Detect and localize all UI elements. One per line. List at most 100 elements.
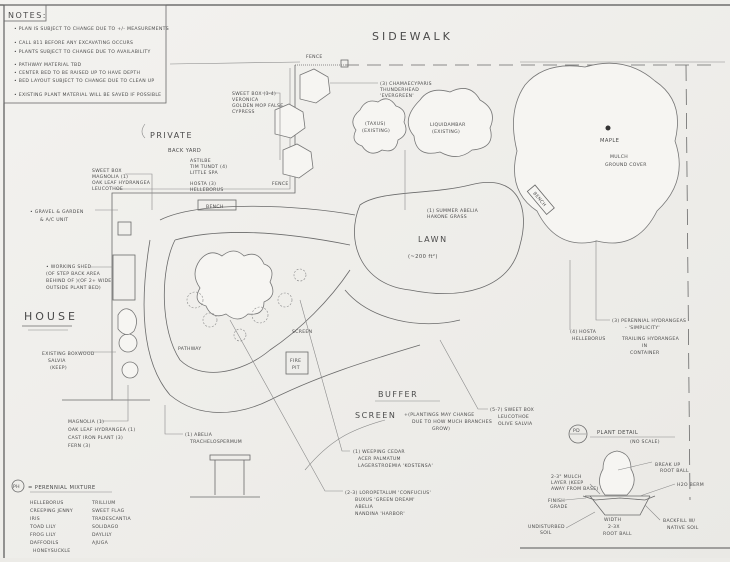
note-item: • BED LAYOUT SUBJECT TO CHANGE DUE TO CL… xyxy=(14,78,154,84)
pathway-label: PATHWAY xyxy=(178,346,202,352)
callout-boxwood-top: SWEET BOX (3-4) VERONICA GOLDEN MOP FALS… xyxy=(232,91,283,160)
plan-label: (3) CHAMAECYPARIS xyxy=(380,81,432,87)
fire-pit xyxy=(285,351,309,375)
note-item: • EXISTING PLANT MATERIAL WILL BE SAVED … xyxy=(14,92,161,98)
gate-post xyxy=(340,59,349,68)
plan-label: HONEYSUCKLE xyxy=(33,548,70,554)
plan-label: OAK LEAF HYDRANGEA (1) xyxy=(68,427,135,433)
plan-label: • GRAVEL & GARDEN xyxy=(30,209,84,215)
sidewalk-line xyxy=(169,61,301,65)
plan-label: HELLEBORUS xyxy=(190,187,224,193)
callout-sweetbox-left: SWEET BOX MAGNOLIA (1) OAK LEAF HYDRANGE… xyxy=(92,168,153,210)
plan-label: MAGNOLIA (1) xyxy=(68,419,104,425)
notes-title: NOTES: xyxy=(8,11,47,20)
plan-label: H2O BERM xyxy=(677,482,704,488)
plan-label: CREEPING JENNY xyxy=(30,508,73,514)
note-item: • PATHWAY MATERIAL TBD xyxy=(14,62,81,68)
plan-label: (KEEP) xyxy=(50,365,67,371)
sidewalk-label: SIDEWALK xyxy=(372,30,453,43)
plan-label: BREAK UP xyxy=(655,462,680,468)
callout-sweetbox-right: (5-7) SWEET BOX LEUCOTHOE OLIVE SALVIA xyxy=(439,339,534,427)
lawn-area-label: (~200 ft²) xyxy=(408,254,438,260)
callout-weeping: (1) WEEPING CEDAR ACER PALMATUM LAGERSTR… xyxy=(299,299,433,469)
callout-hosta-right: (4) HOSTA HELLEBORUS xyxy=(569,260,606,342)
plan-label: UNDISTURBED xyxy=(528,524,565,530)
maple-note: GROUND COVER xyxy=(605,162,647,168)
plan-label: HELLEBORUS xyxy=(572,336,606,342)
callout-hosta: HOSTA (3) HELLEBORUS xyxy=(190,181,224,193)
plan-label: CONTAINER xyxy=(630,350,660,356)
lawn-label: LAWN xyxy=(418,235,448,244)
planting-detail: PD PLANT DETAIL (NO SCALE) 2-3" MULCH LA… xyxy=(528,424,704,537)
plan-label: LEUCOTHOE xyxy=(92,186,123,192)
plan-label: ROOT BALL xyxy=(603,531,632,537)
plan-label: FINISH xyxy=(548,498,565,504)
ac-unit xyxy=(117,221,132,236)
buffer-label: BUFFER xyxy=(378,390,418,399)
plan-label: SALVIA xyxy=(48,358,66,364)
plan-label: ROOT BALL xyxy=(660,468,689,474)
notes-box: NOTES: • PLAN IS SUBJECT TO CHANGE DUE T… xyxy=(3,4,169,104)
note-item: • CALL 811 BEFORE ANY EXCAVATING OCCURS xyxy=(14,40,133,46)
plan-label: SWEET FLAG xyxy=(92,508,125,514)
plan-label: CYPRESS xyxy=(232,109,255,115)
callout-abelia: (1) ABELIA TRACHELOSPERMUM xyxy=(164,405,242,445)
plan-label: & A/C UNIT xyxy=(40,217,68,223)
plan-label: SOLIDAGO xyxy=(92,524,119,530)
fire-pit-label: FIRE xyxy=(290,358,301,364)
screen-small-label: SCREEN xyxy=(292,329,312,335)
arbor-sketch xyxy=(190,454,260,498)
note-item: • CENTER BED TO BE RAISED UP TO HAVE DEP… xyxy=(14,70,140,76)
plan-label: ASTILBE xyxy=(190,158,211,164)
plan-label: BACKFILL W/ xyxy=(663,518,696,524)
plan-label: (NO SCALE) xyxy=(630,439,660,445)
plan-label: THUNDERHEAD xyxy=(379,87,419,93)
plan-label: DAYLILY xyxy=(92,532,112,538)
plan-label: AWAY FROM BASE) xyxy=(551,486,599,492)
callout-hakone: (1) SUMMER ABELIA HAKONE GRASS xyxy=(404,150,478,220)
bench xyxy=(526,184,555,215)
plan-label: MAGNOLIA (1) xyxy=(92,174,128,180)
center-bed-edge xyxy=(163,231,351,373)
plan-label: OAK LEAF HYDRANGEA xyxy=(92,180,151,186)
plan-label: HELLEBORUS xyxy=(30,500,64,506)
liquidambar-label: LIQUIDAMBAR xyxy=(430,122,466,128)
plan-label: (OF STEP BACK AREA xyxy=(46,271,101,277)
plan-label: BUXUS 'GREEN DREAM' xyxy=(355,497,415,503)
plan-label: = PERENNIAL MIXTURE xyxy=(28,485,96,491)
plan-label: LAYER (KEEP xyxy=(551,480,584,486)
screen-note: GROW) xyxy=(432,426,450,432)
plan-label: WIDTH xyxy=(604,517,621,523)
plan-label: PD xyxy=(573,428,580,434)
plan-label: FROG LILY xyxy=(30,532,56,538)
plan-label: HAKONE GRASS xyxy=(427,214,467,220)
bench xyxy=(197,199,237,211)
plan-label: ACER PALMATUM xyxy=(358,456,401,462)
plan-label: LITTLE SPA xyxy=(190,170,218,176)
plan-label: IN xyxy=(642,343,647,349)
plan-label: IRIS xyxy=(30,516,40,522)
yew-label: (TAXUS) xyxy=(365,121,386,127)
callout-astilbe: ASTILBE TIM TUNDT (4) LITTLE SPA xyxy=(189,158,227,176)
plan-label: (4) HOSTA xyxy=(570,329,597,335)
note-item: • PLAN IS SUBJECT TO CHANGE DUE TO +/- M… xyxy=(14,26,169,32)
note-item: • PLANTS SUBJECT TO CHANGE DUE TO AVAILA… xyxy=(14,49,151,55)
plan-label: PH xyxy=(13,484,20,490)
plan-label: OLIVE SALVIA xyxy=(498,421,533,427)
screen-note: +(PLANTINGS MAY CHANGE xyxy=(404,412,475,418)
plan-label: NANDINA 'HARBOR' xyxy=(355,511,405,517)
house-label: HOUSE xyxy=(24,310,78,323)
plan-label: 'EVERGREEN' xyxy=(380,93,414,99)
private-label: PRIVATE xyxy=(150,131,193,140)
plan-label: - 'SIMPLICITY' xyxy=(625,325,660,331)
plan-label: DAFFODILS xyxy=(30,540,59,546)
screen-label: SCREEN xyxy=(355,411,396,420)
plan-label: BEHIND OF )(OF 2+ WIDE xyxy=(46,278,112,284)
liquidambar-label: (EXISTING) xyxy=(432,129,460,135)
plan-label: (1) WEEPING CEDAR xyxy=(353,449,405,455)
plan-label: GOLDEN MOP FALSE xyxy=(232,103,283,109)
plan-label: (1) ABELIA xyxy=(185,432,213,438)
maple-note: MULCH xyxy=(610,154,628,160)
plan-label: SWEET BOX (3-4) xyxy=(232,91,276,97)
